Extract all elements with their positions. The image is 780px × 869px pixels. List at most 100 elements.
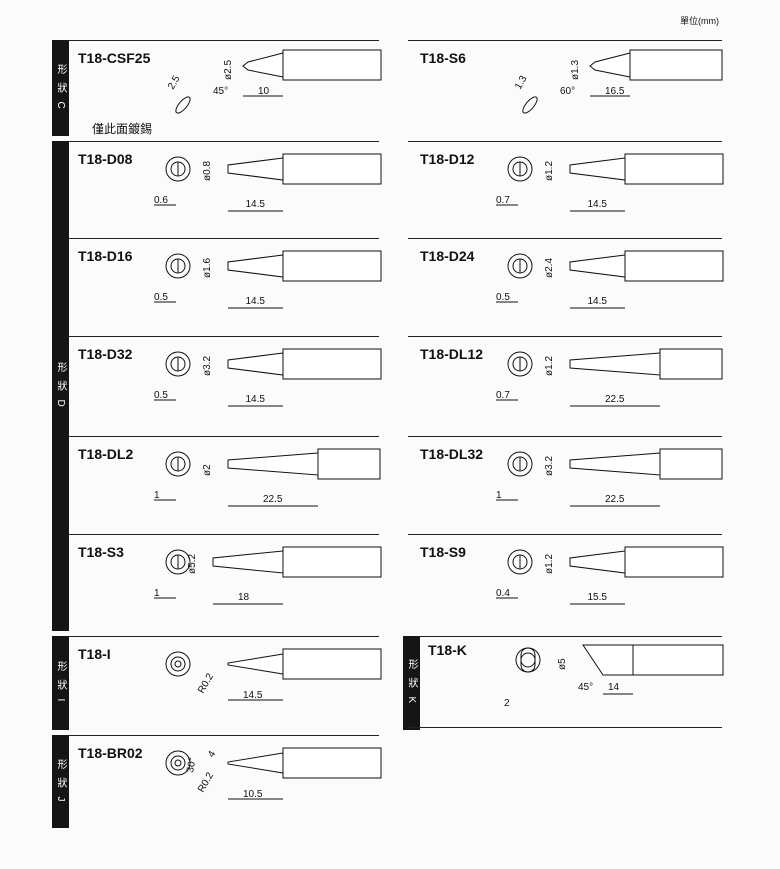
- tip-model-name: T18-BR02: [78, 745, 143, 761]
- tip-front-view: [165, 451, 191, 477]
- divider: [69, 436, 379, 437]
- width-label: 0.5: [496, 292, 510, 303]
- tip-barrel: [282, 747, 382, 779]
- tip-taper: [569, 254, 626, 278]
- tip-model-name: T18-S9: [420, 544, 466, 560]
- length-label: 14.5: [246, 296, 266, 307]
- tip-model-name: T18-D24: [420, 248, 475, 264]
- tip-taper: [227, 157, 284, 181]
- radius-label: R0.2: [196, 671, 216, 695]
- tip-barrel: [317, 448, 381, 480]
- length-label: 22.5: [605, 494, 625, 505]
- length-label: 14.5: [246, 394, 266, 405]
- tip-front-view: [515, 647, 541, 673]
- tip-barrel: [632, 644, 724, 676]
- group-tab-j: 形 狀 J: [52, 735, 69, 828]
- tip-drawing: 14.5ø2.40.5: [496, 250, 724, 309]
- tip-barrel: [629, 49, 723, 81]
- tip-taper: [569, 550, 626, 574]
- tip-drawing: 14.5 R0.2: [165, 648, 382, 701]
- width-label: 0.7: [496, 390, 510, 401]
- tip-blade: [582, 644, 634, 676]
- diameter-label: ø5.2: [187, 554, 198, 574]
- tip-drawing: 22.5ø3.21: [496, 448, 723, 507]
- length-label: 10: [258, 86, 270, 97]
- diameter-label: ø2.5: [223, 60, 234, 80]
- divider: [69, 534, 379, 535]
- tip-front-view: [520, 652, 536, 668]
- tip-front-view: [170, 755, 186, 771]
- tip-drawing: 14.5 ø0.8 0.6: [154, 153, 382, 212]
- tip-taper: [227, 352, 284, 376]
- divider: [69, 336, 379, 337]
- group-tab-k: 形 狀 K: [403, 636, 420, 730]
- tip-front-view: [165, 549, 191, 575]
- diameter-label: ø1.2: [544, 554, 555, 574]
- tip-front-view: [165, 351, 191, 377]
- tip-model-name: T18-DL2: [78, 446, 134, 462]
- tip-taper: [569, 157, 626, 181]
- tip-barrel: [282, 348, 382, 380]
- diameter-label: ø0.8: [202, 161, 213, 181]
- divider: [408, 40, 722, 41]
- size-label: 2.5: [166, 74, 183, 92]
- length-label: 14.5: [243, 690, 263, 701]
- tip-face-view: [175, 96, 191, 114]
- width-label: 0.5: [154, 292, 168, 303]
- tip-barrel: [624, 153, 724, 185]
- size-label: 4: [206, 749, 219, 760]
- width-label: 0.7: [496, 195, 510, 206]
- divider: [408, 238, 722, 239]
- tip-model-name: T18-S6: [420, 50, 466, 66]
- group-tab-c: 形 狀 C: [52, 40, 69, 136]
- tip-taper: [227, 653, 284, 675]
- width-label: 1: [154, 490, 160, 501]
- tip-model-name: T18-D32: [78, 346, 133, 362]
- tip-front-view: [165, 253, 191, 279]
- group-tab-d: 形 狀 D: [52, 141, 69, 631]
- diameter-label: ø2: [202, 464, 213, 476]
- tip-taper: [227, 452, 319, 476]
- width-label: 0.6: [154, 195, 168, 206]
- tip-drawing: 22.5ø1.20.7: [496, 348, 723, 407]
- divider: [420, 636, 722, 637]
- tip-model-name: T18-DL12: [420, 346, 484, 362]
- tip-model-name: T18-S3: [78, 544, 124, 560]
- length-label: 22.5: [605, 394, 625, 405]
- tip-model-name: T18-CSF25: [78, 50, 151, 66]
- tip-front-view: [165, 750, 191, 776]
- tip-model-name: T18-D12: [420, 151, 475, 167]
- length-label: 14: [608, 682, 620, 693]
- angle-label: 45°: [578, 682, 593, 693]
- length-label: 14.5: [246, 199, 266, 210]
- diameter-label: ø5: [557, 658, 568, 670]
- group-tab-i: 形 狀 I: [52, 636, 69, 730]
- tip-taper: [212, 550, 284, 574]
- tip-front-view: [507, 156, 533, 182]
- diameter-label: ø1.3: [570, 60, 581, 80]
- divider: [69, 636, 379, 637]
- tip-front-view: [165, 651, 191, 677]
- tip-drawing: 14.5ø1.60.5: [154, 250, 382, 309]
- angle-label: 60°: [560, 86, 575, 97]
- angle-label: 30°: [185, 757, 198, 774]
- tip-front-view: [507, 253, 533, 279]
- radius-label: R0.2: [196, 770, 216, 794]
- length-label: 14.5: [588, 199, 608, 210]
- tip-front-view: [174, 759, 182, 767]
